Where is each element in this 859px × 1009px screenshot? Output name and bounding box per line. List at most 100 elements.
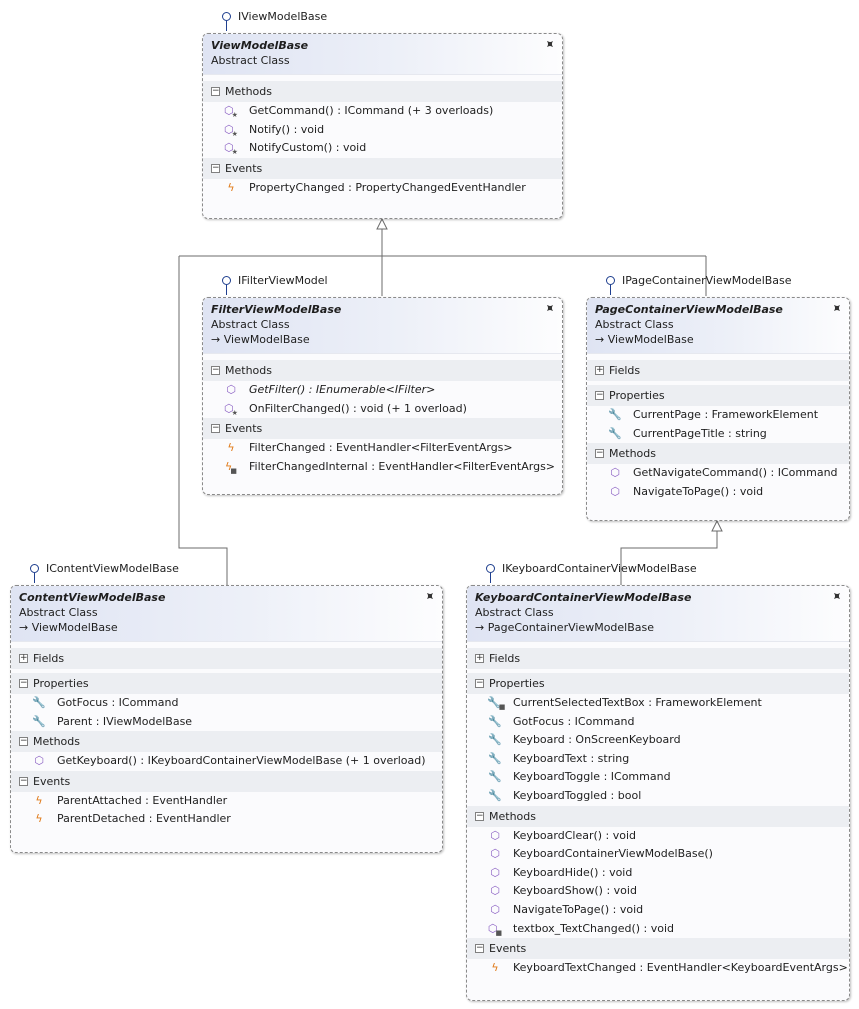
member-method[interactable]: ⬡KeyboardShow() : void <box>467 882 849 901</box>
member-method[interactable]: ⬡KeyboardHide() : void <box>467 864 849 883</box>
section-fields[interactable]: +Fields <box>11 648 442 669</box>
section-label: Methods <box>33 735 80 749</box>
class-header: ViewModelBase Abstract Class ⯍ <box>203 34 562 75</box>
member-method-abstract[interactable]: ⬡GetFilter() : IEnumerable<IFilter> <box>203 381 562 400</box>
collapse-minus-icon[interactable]: − <box>19 775 28 786</box>
inheritance-line-keyboard <box>620 530 718 585</box>
member-method[interactable]: ⬡GetKeyboard() : IKeyboardContainerViewM… <box>11 752 442 771</box>
event-lightning-icon: ϟ <box>35 793 43 807</box>
collapse-chevron-icon[interactable]: ⯍ <box>833 590 841 603</box>
method-icon: ⬡ <box>490 828 500 842</box>
member-property[interactable]: 🔧CurrentPage : FrameworkElement <box>587 406 849 425</box>
method-icon: ⬡ <box>610 466 620 480</box>
event-lightning-icon: ϟ <box>491 961 499 975</box>
class-box-keyboardcontainerviewmodelbase[interactable]: KeyboardContainerViewModelBase Abstract … <box>466 585 850 1001</box>
section-methods[interactable]: −Methods <box>203 81 562 102</box>
interface-label: IKeyboardContainerViewModelBase <box>502 562 697 575</box>
interface-icon <box>30 564 39 573</box>
class-base: → ViewModelBase <box>19 621 118 634</box>
section-methods[interactable]: −Methods <box>587 443 849 465</box>
property-wrench-icon: 🔧 <box>608 426 622 440</box>
section-events[interactable]: −Events <box>203 418 562 440</box>
section-events[interactable]: −Events <box>203 157 562 179</box>
collapse-chevron-icon[interactable]: ⯍ <box>546 302 554 315</box>
collapse-minus-icon[interactable]: − <box>211 423 220 434</box>
collapse-minus-icon[interactable]: − <box>475 678 484 688</box>
section-fields[interactable]: +Fields <box>467 648 849 669</box>
member-method[interactable]: ⬡★GetCommand() : ICommand (+ 3 overloads… <box>203 102 562 121</box>
collapse-chevron-icon[interactable]: ⯍ <box>833 302 841 315</box>
section-fields[interactable]: + Fields <box>587 360 849 381</box>
member-property[interactable]: 🔧Parent : IViewModelBase <box>11 713 442 732</box>
member-property[interactable]: 🔧CurrentPageTitle : string <box>587 425 849 444</box>
expand-plus-icon[interactable]: + <box>19 653 28 663</box>
member-method[interactable]: ⬡KeyboardClear() : void <box>467 827 849 846</box>
section-label: Events <box>489 942 527 956</box>
section-methods[interactable]: −Methods <box>467 805 849 827</box>
expand-plus-icon[interactable]: + <box>475 653 484 663</box>
member-event[interactable]: ϟ■FilterChangedInternal : EventHandler<F… <box>203 458 562 477</box>
interface-label: IViewModelBase <box>238 10 328 23</box>
section-methods[interactable]: −Methods <box>203 360 562 381</box>
member-property[interactable]: 🔧KeyboardText : string <box>467 750 849 769</box>
expand-plus-icon[interactable]: + <box>595 365 604 375</box>
class-box-viewmodelbase[interactable]: ViewModelBase Abstract Class ⯍ −Methods … <box>202 33 563 219</box>
collapse-chevron-icon[interactable]: ⯍ <box>426 590 434 603</box>
collapse-minus-icon[interactable]: − <box>211 86 220 96</box>
section-methods[interactable]: −Methods <box>11 731 442 753</box>
protected-method-icon: ⬡★ <box>224 141 238 157</box>
member-method[interactable]: ⬡★Notify() : void <box>203 121 562 140</box>
collapse-minus-icon[interactable]: − <box>19 678 28 688</box>
member-method[interactable]: ⬡NavigateToPage() : void <box>587 483 849 502</box>
section-properties[interactable]: −Properties <box>467 673 849 694</box>
collapse-minus-icon[interactable]: − <box>19 736 28 747</box>
event-lightning-icon: ϟ <box>227 180 235 194</box>
collapse-minus-icon[interactable]: − <box>475 810 484 821</box>
member-property[interactable]: 🔧■CurrentSelectedTextBox : FrameworkElem… <box>467 694 849 713</box>
member-method[interactable]: ⬡GetNavigateCommand() : ICommand <box>587 464 849 483</box>
private-event-lightning-icon: ϟ■ <box>225 459 237 475</box>
collapse-minus-icon[interactable]: − <box>595 448 604 459</box>
collapse-minus-icon[interactable]: − <box>475 943 484 954</box>
section-label: Methods <box>489 809 536 823</box>
member-method[interactable]: ⬡NavigateToPage() : void <box>467 901 849 920</box>
protected-method-icon: ⬡★ <box>224 104 238 119</box>
section-events[interactable]: −Events <box>467 938 849 960</box>
member-property[interactable]: 🔧GotFocus : ICommand <box>467 713 849 732</box>
class-name: PageContainerViewModelBase <box>595 303 783 316</box>
section-properties[interactable]: −Properties <box>11 673 442 694</box>
private-property-wrench-icon: 🔧■ <box>487 696 506 711</box>
section-events[interactable]: −Events <box>11 770 442 792</box>
member-property[interactable]: 🔧Keyboard : OnScreenKeyboard <box>467 731 849 750</box>
class-kind: Abstract Class <box>211 318 290 331</box>
collapse-minus-icon[interactable]: − <box>211 162 220 173</box>
member-method[interactable]: ⬡■textbox_TextChanged() : void <box>467 920 849 939</box>
collapse-minus-icon[interactable]: − <box>595 390 604 400</box>
member-property[interactable]: 🔧GotFocus : ICommand <box>11 694 442 713</box>
inheritance-arrowhead-pagecontainer <box>711 519 723 532</box>
member-method[interactable]: ⬡★OnFilterChanged() : void (+ 1 overload… <box>203 400 562 419</box>
section-properties[interactable]: −Properties <box>587 385 849 406</box>
section-label: Fields <box>609 364 641 377</box>
section-label: Methods <box>609 447 656 461</box>
member-method[interactable]: ⬡★NotifyCustom() : void <box>203 139 562 158</box>
collapse-minus-icon[interactable]: − <box>211 365 220 375</box>
member-property[interactable]: 🔧KeyboardToggled : bool <box>467 787 849 806</box>
method-icon: ⬡ <box>34 754 44 768</box>
method-icon: ⬡ <box>490 902 500 916</box>
class-box-contentviewmodelbase[interactable]: ContentViewModelBase Abstract Class → Vi… <box>10 585 443 853</box>
interface-label: IPageContainerViewModelBase <box>622 274 792 287</box>
class-box-pagecontainerviewmodelbase[interactable]: PageContainerViewModelBase Abstract Clas… <box>586 297 850 521</box>
interface-icon <box>222 12 231 21</box>
class-box-filterviewmodelbase[interactable]: FilterViewModelBase Abstract Class → Vie… <box>202 297 563 495</box>
member-property[interactable]: 🔧KeyboardToggle : ICommand <box>467 768 849 787</box>
member-method[interactable]: ⬡KeyboardContainerViewModelBase() <box>467 845 849 864</box>
section-label: Properties <box>489 677 545 690</box>
property-wrench-icon: 🔧 <box>488 788 502 802</box>
collapse-chevron-icon[interactable]: ⯍ <box>546 38 554 51</box>
